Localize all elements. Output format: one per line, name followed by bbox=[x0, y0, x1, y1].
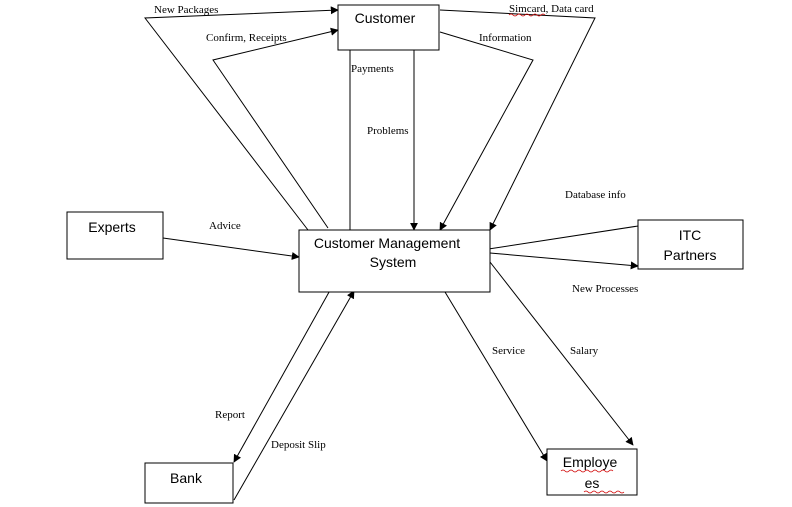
experts-entity: Experts bbox=[66, 211, 164, 260]
employees-label-line1: Employe bbox=[563, 454, 618, 470]
itc-label-line1: ITC bbox=[679, 227, 702, 243]
flow-deposit-slip-line bbox=[233, 290, 355, 501]
flow-label-problems: Problems bbox=[367, 125, 409, 137]
customer-entity: Customer bbox=[337, 4, 440, 51]
flow-label-advice: Advice bbox=[209, 220, 241, 232]
flow-label-service: Service bbox=[492, 345, 525, 357]
flow-salary-line bbox=[489, 261, 634, 446]
flow-label-simcard: Simcard, Data card bbox=[509, 3, 594, 15]
bank-entity: Bank bbox=[144, 462, 234, 504]
flow-simcard-line bbox=[439, 9, 596, 231]
system-box bbox=[298, 229, 491, 293]
bank-label: Bank bbox=[170, 470, 203, 486]
itc-label-line2: Partners bbox=[664, 247, 717, 263]
itc-partners-entity: ITC Partners bbox=[637, 219, 744, 270]
spellcheck-underline bbox=[508, 13, 546, 17]
flow-label-payments: Payments bbox=[351, 63, 394, 75]
spellcheck-underline bbox=[583, 490, 625, 494]
flow-label-database-info: Database info bbox=[565, 189, 626, 201]
employees-label-line2: es bbox=[585, 475, 600, 491]
customer-label: Customer bbox=[355, 10, 416, 26]
experts-label: Experts bbox=[88, 219, 135, 235]
itc-partners-box bbox=[637, 219, 744, 270]
experts-box bbox=[66, 211, 164, 260]
system-label-line2: System bbox=[370, 254, 417, 270]
flow-service-line bbox=[444, 291, 548, 462]
flow-label-report: Report bbox=[215, 409, 245, 421]
bank-box bbox=[144, 462, 234, 504]
flow-label-salary: Salary bbox=[570, 345, 599, 357]
flow-report-line bbox=[233, 284, 334, 463]
system-process: Customer Management System bbox=[298, 229, 491, 293]
flow-information-line bbox=[439, 31, 534, 231]
flow-label-information: Information bbox=[479, 32, 532, 44]
system-label-line1: Customer Management bbox=[314, 235, 460, 251]
spellcheck-underline bbox=[560, 469, 614, 473]
customer-box bbox=[337, 4, 440, 51]
employees-entity: Employe es bbox=[546, 448, 638, 496]
flow-new-processes-line bbox=[489, 252, 639, 270]
flow-label-new-packages: New Packages bbox=[154, 4, 218, 16]
flow-label-new-processes: New Processes bbox=[572, 283, 638, 295]
flow-confirm-receipts-line bbox=[212, 27, 339, 229]
flow-new-packages-line bbox=[144, 6, 339, 231]
flow-database-info-line bbox=[481, 225, 639, 253]
flow-label-deposit-slip: Deposit Slip bbox=[271, 439, 326, 451]
flow-label-confirm-receipts: Confirm, Receipts bbox=[206, 32, 287, 44]
flow-advice-line bbox=[162, 237, 300, 260]
